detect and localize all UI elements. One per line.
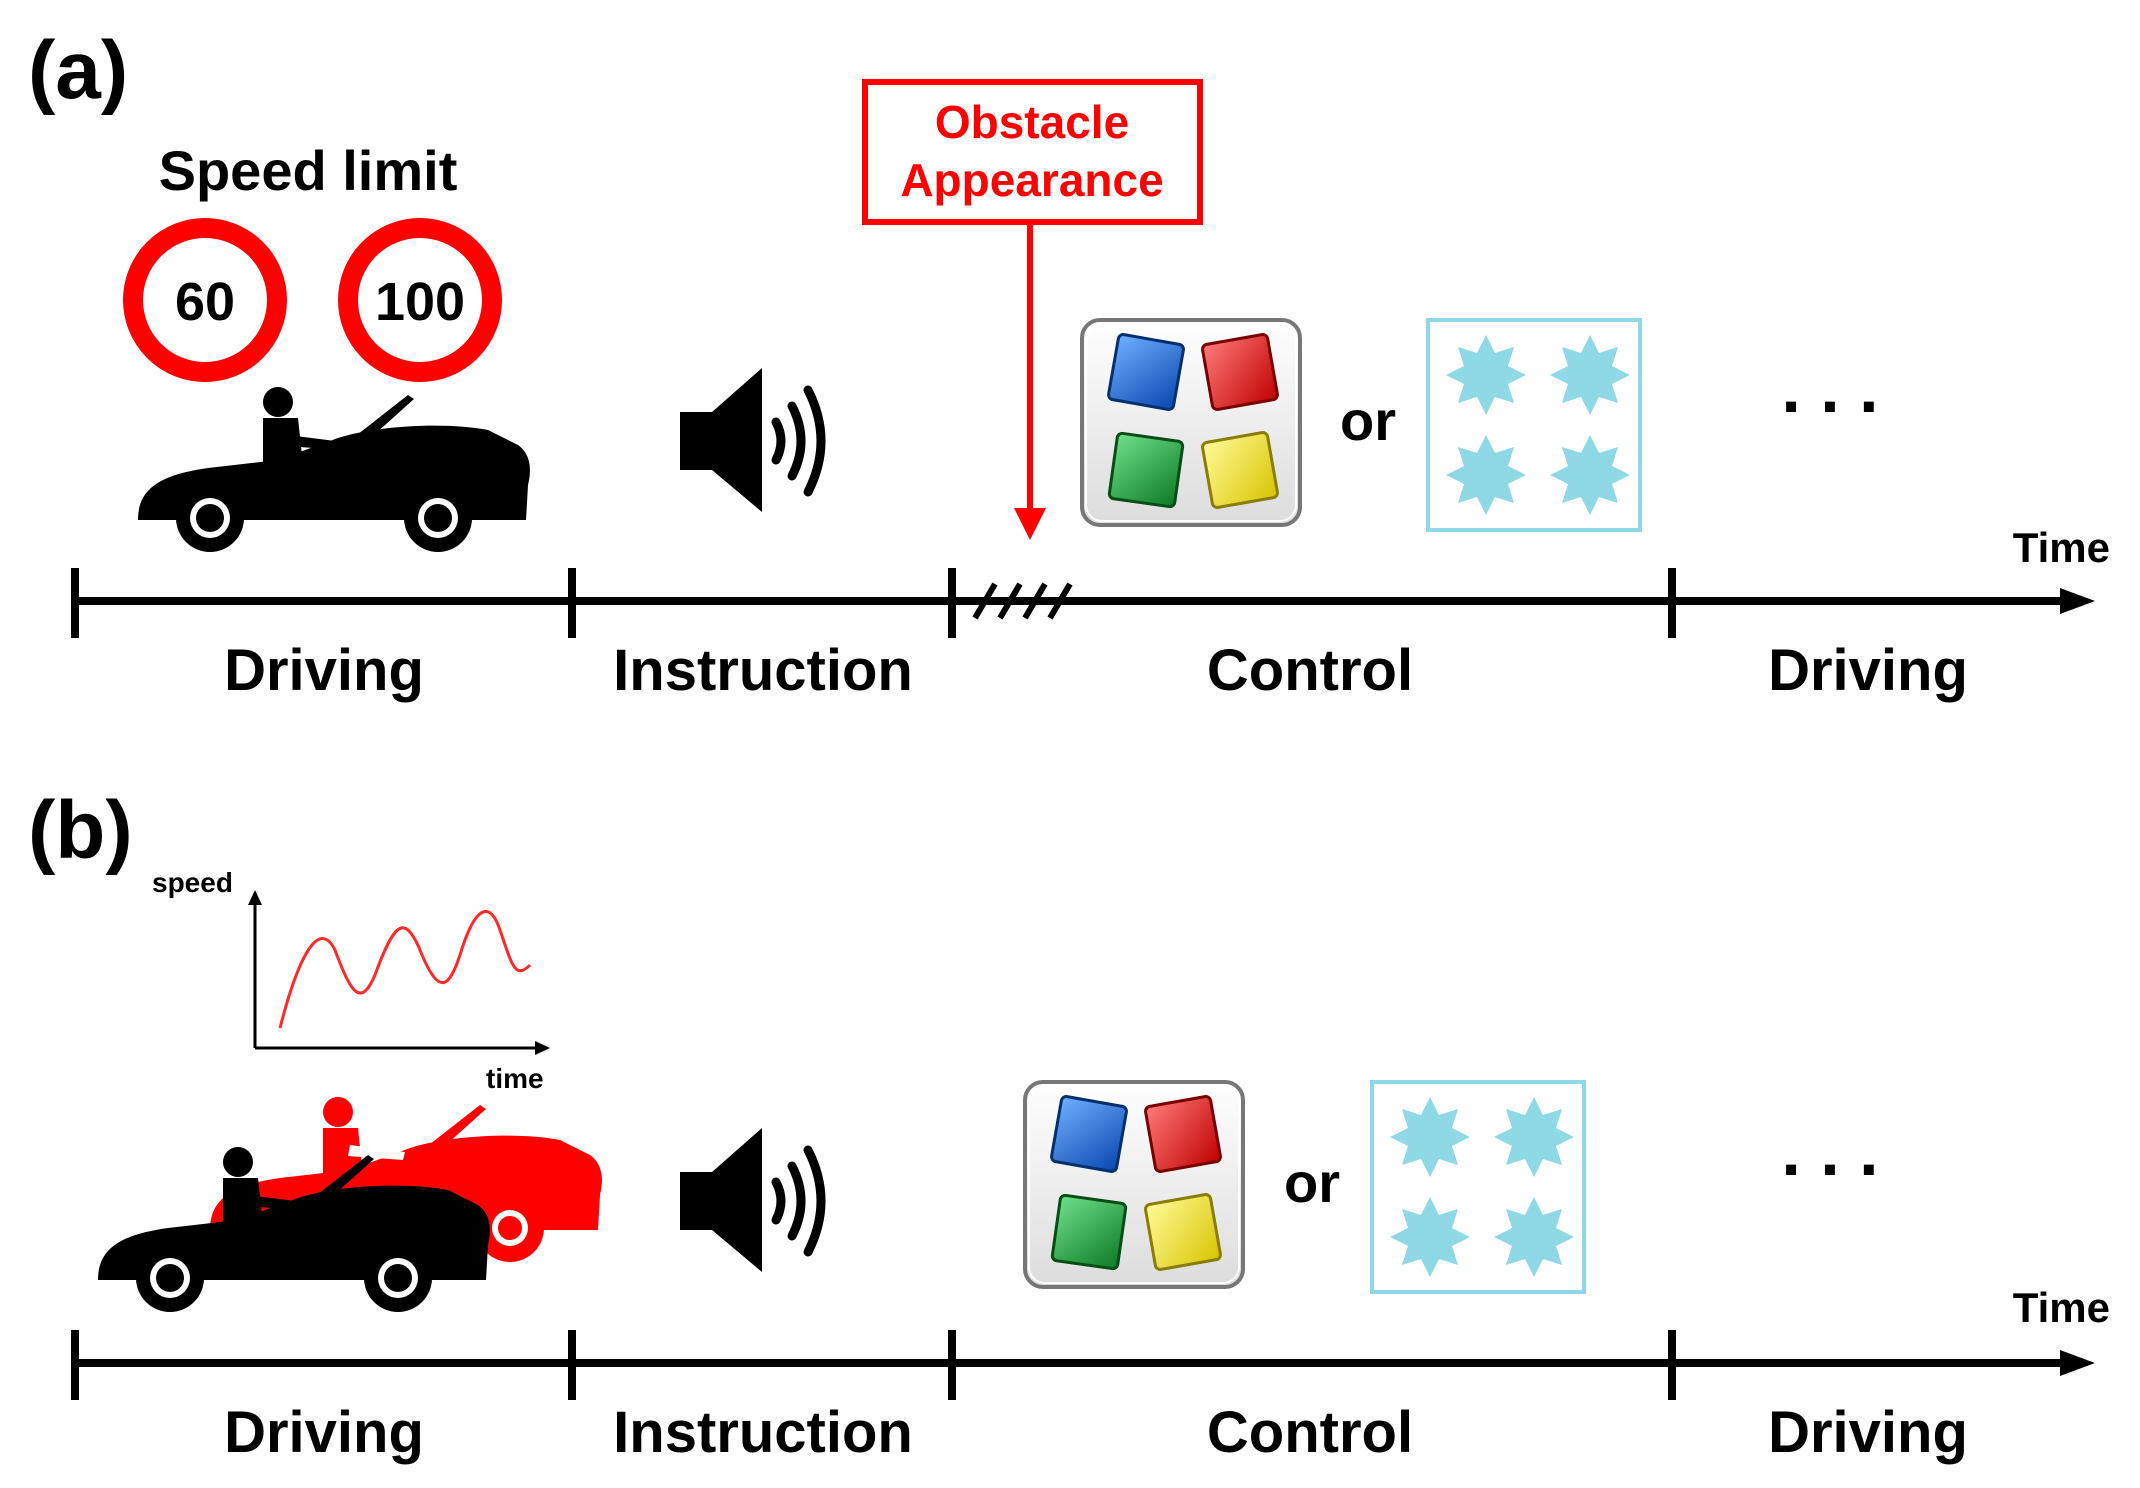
panel-b: (b) speed time <box>28 785 2110 1465</box>
obstacle-hatch <box>972 582 1073 620</box>
time-axis-label-b: Time <box>2013 1284 2110 1331</box>
stars-icon-b <box>1372 1082 1584 1292</box>
phase-driving-b-2: Driving <box>1768 1400 1968 1465</box>
time-axis-label-a: Time <box>2013 524 2110 571</box>
phase-driving-a-2: Driving <box>1768 638 1968 703</box>
timeline-b <box>71 1330 2095 1400</box>
phase-driving-b-1: Driving <box>224 1400 424 1465</box>
phase-instruction-a: Instruction <box>613 638 913 703</box>
phase-control-a: Control <box>1207 638 1413 703</box>
timeline-a <box>71 568 2095 638</box>
ellipsis-a: . . . <box>1781 349 1878 427</box>
panel-b-label: (b) <box>28 785 133 876</box>
obstacle-line-2: Appearance <box>900 154 1163 206</box>
graph-ylabel: speed <box>152 867 233 898</box>
speed-time-graph: speed time <box>152 867 550 1094</box>
speed-curve <box>278 909 532 1029</box>
obstacle-line-1: Obstacle <box>935 96 1129 148</box>
speed-sign-100-icon: 100 <box>338 218 502 382</box>
graph-xlabel: time <box>486 1063 544 1094</box>
colored-squares-icon <box>1080 318 1302 527</box>
or-label-b: or <box>1284 1151 1340 1214</box>
ellipsis-b: . . . <box>1781 1112 1878 1190</box>
speaker-icon <box>680 368 821 512</box>
speed-sign-100-label: 100 <box>375 272 465 332</box>
stars-icon <box>1428 320 1640 530</box>
car-icon <box>138 387 530 552</box>
speed-sign-60-label: 60 <box>175 272 235 332</box>
phase-control-b: Control <box>1207 1400 1413 1465</box>
phase-instruction-b: Instruction <box>613 1400 913 1465</box>
speed-limit-title: Speed limit <box>159 139 458 202</box>
or-label-a: or <box>1340 389 1396 452</box>
speaker-icon-b <box>680 1128 821 1272</box>
overlapping-cars-icon <box>98 1097 602 1312</box>
speed-sign-60-icon: 60 <box>123 218 287 382</box>
obstacle-appearance-callout: Obstacle Appearance <box>862 79 1203 540</box>
panel-a-label: (a) <box>28 25 128 116</box>
panel-a: (a) Speed limit 60 100 Obstacle Appearan… <box>28 25 2110 703</box>
obstacle-arrow-head <box>1014 508 1046 540</box>
phase-driving-a-1: Driving <box>224 638 424 703</box>
colored-squares-icon-b <box>1023 1080 1245 1289</box>
